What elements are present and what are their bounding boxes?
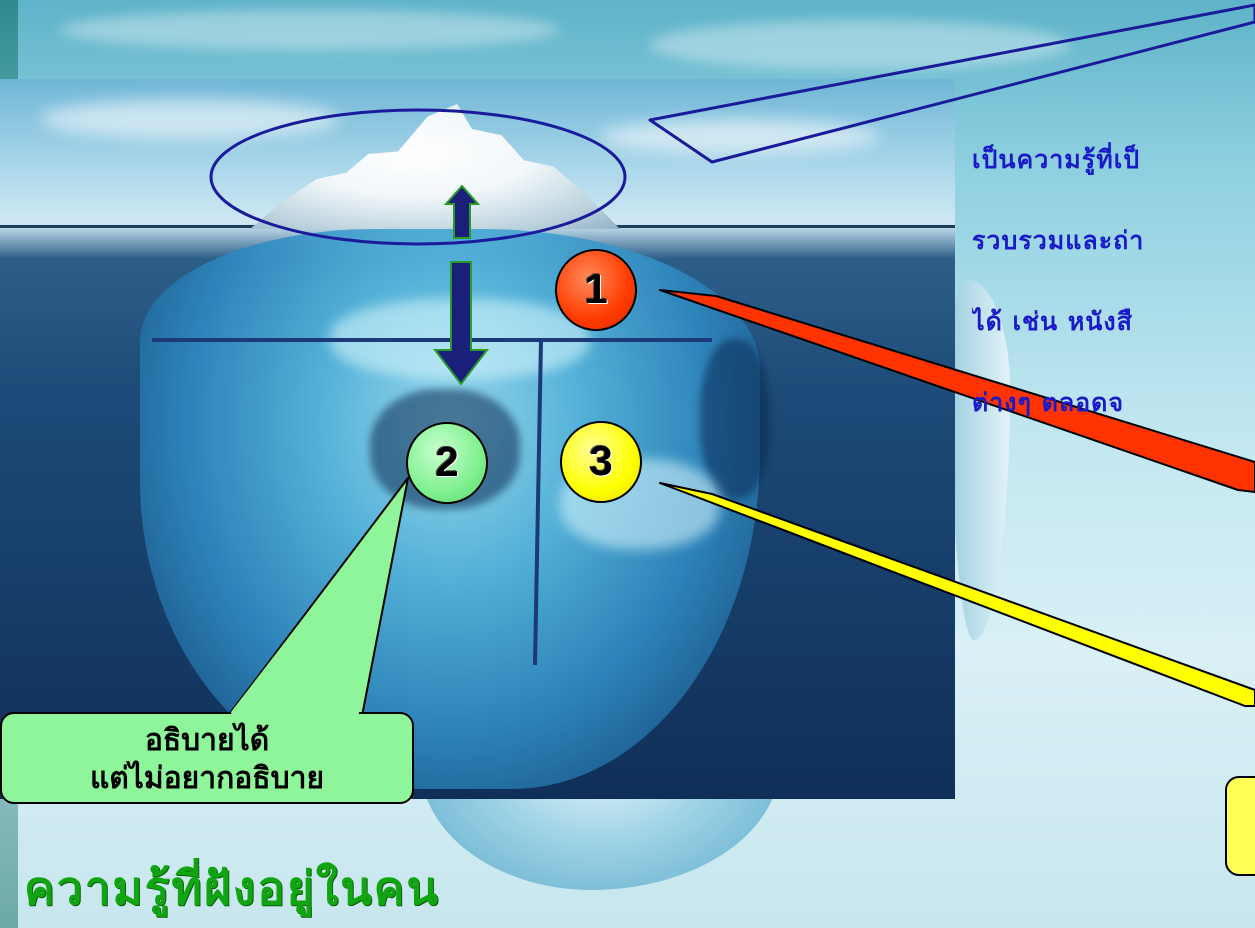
top-description-line: ต่างๆ ตลอดจ	[972, 388, 1125, 417]
top-description-line: ได้ เช่น หนังสื	[972, 307, 1133, 336]
green-callout-line1: อธิบายได้	[144, 723, 270, 758]
marker-three: 3	[560, 421, 642, 503]
yellow-callout	[1225, 776, 1255, 876]
top-description: เป็นความรู้ที่เป็ รวบรวมและถ่า ได้ เช่น …	[972, 92, 1255, 443]
page-title: ความรู้ที่ฝังอยู่ในคน	[24, 861, 440, 915]
green-callout-line2: แต่ไม่อยากอธิบาย	[89, 761, 325, 796]
marker-two: 2	[406, 422, 488, 504]
top-description-line: เป็นความรู้ที่เป็	[972, 145, 1141, 174]
green-callout: อธิบายได้ แต่ไม่อยากอธิบาย	[0, 712, 414, 804]
marker-one: 1	[555, 249, 637, 331]
top-description-line: รวบรวมและถ่า	[972, 226, 1145, 255]
sky-cloud	[650, 20, 1070, 70]
sky-cloud	[60, 10, 560, 50]
